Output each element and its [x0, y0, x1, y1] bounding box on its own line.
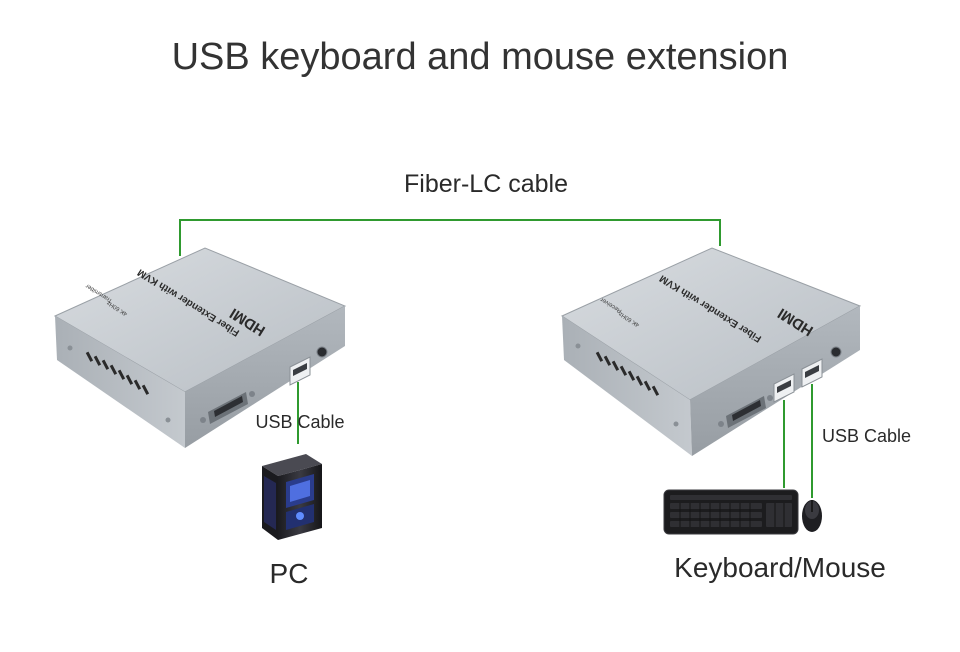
mouse-icon [802, 500, 822, 532]
fiber-cable-label: Fiber-LC cable [404, 170, 568, 198]
transmitter-device: HDMI Fiber Extender with KVM Transmitter… [53, 247, 347, 448]
receiver-usb-cable-label: USB Cable [822, 426, 911, 446]
receiver-device: HDMI Fiber Extender with KVM Receiver 4K… [560, 247, 862, 456]
transmitter-power-jack [316, 346, 328, 358]
receiver-power-jack [830, 346, 842, 358]
pc-tower-icon [262, 454, 322, 540]
keyboard-icon [663, 489, 799, 535]
fiber-lc-cable [179, 219, 721, 256]
transmitter-vents [85, 351, 150, 395]
receiver-vents [595, 351, 660, 396]
transmitter-usb-cable-label: USB Cable [255, 412, 344, 432]
transmitter-db9-port [200, 391, 255, 424]
transmitter-usb-port [289, 356, 311, 386]
pc-label: PC [270, 558, 309, 589]
transmitter-side [55, 316, 185, 448]
receiver-usb-port-2 [801, 358, 823, 388]
keyboard-mouse-label: Keyboard/Mouse [674, 552, 886, 583]
diagram-title: USB keyboard and mouse extension [171, 36, 789, 78]
receiver-side [562, 316, 692, 456]
receiver-db9-port [718, 395, 773, 428]
receiver-usb-port-1 [773, 373, 795, 403]
